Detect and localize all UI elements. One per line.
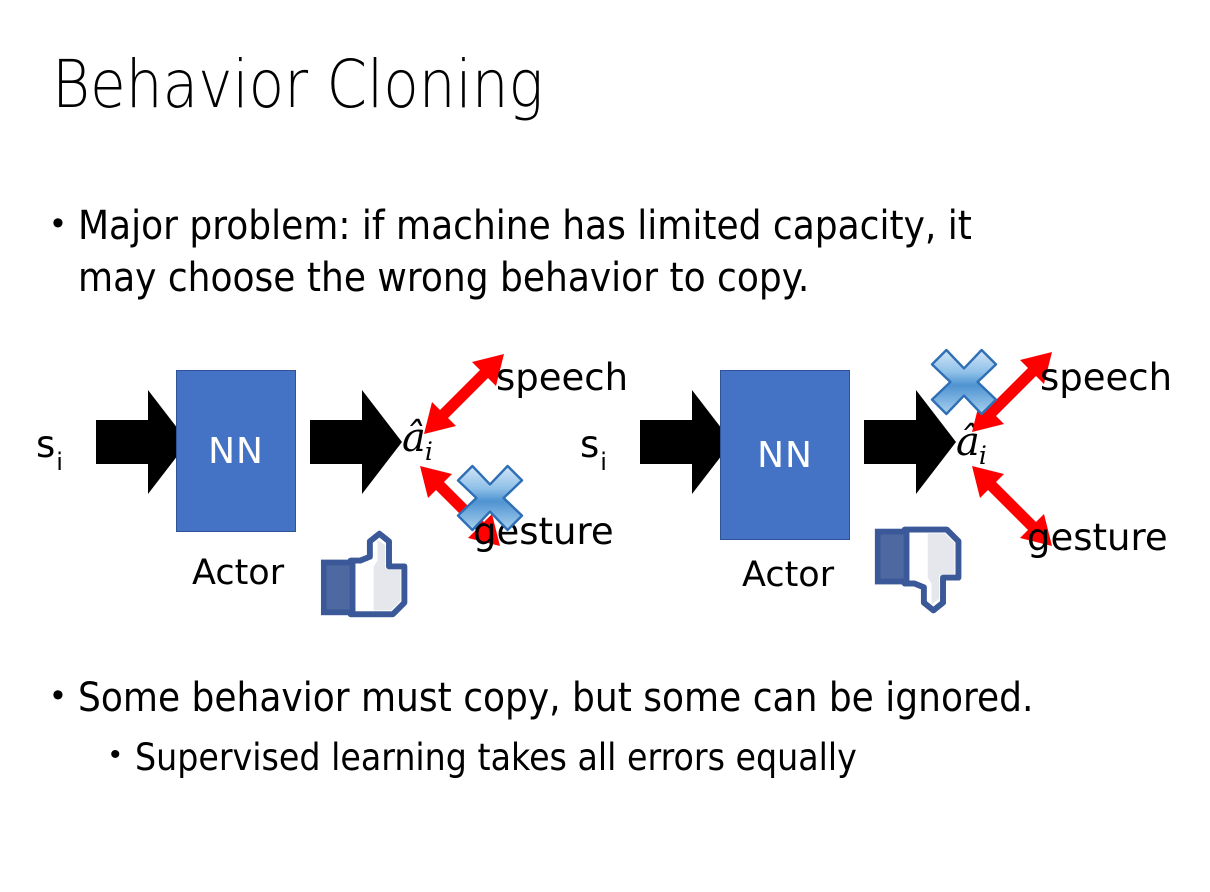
- actor-caption: Actor: [192, 553, 285, 593]
- bullet-major-problem: • Major problem: if machine has limited …: [52, 200, 1162, 304]
- gesture-arrow-icon: [412, 458, 508, 559]
- speech-arrow-icon: [964, 344, 1060, 445]
- speech-arrow-icon: [416, 346, 512, 447]
- bullet-supervised-learning: • Supervised learning takes all errors e…: [110, 734, 1160, 782]
- neural-network-box: NN: [720, 370, 850, 540]
- gesture-arrow-icon: [964, 458, 1060, 559]
- output-arrow-icon: [310, 388, 402, 501]
- input-arrow-icon: [640, 388, 732, 501]
- bullet-text: Major problem: if machine has limited ca…: [77, 203, 972, 301]
- output-arrow-icon: [864, 388, 956, 501]
- action-label: âi: [956, 419, 987, 470]
- bullet-some-behavior: • Some behavior must copy, but some can …: [52, 672, 1162, 724]
- speech-label: speech: [1040, 356, 1173, 399]
- diagram-right: si NN Actor âi: [572, 340, 1172, 640]
- thumbs-up-icon: [318, 528, 414, 625]
- bullet-marker: •: [52, 204, 64, 242]
- cross-icon: [450, 458, 530, 543]
- bullet-marker: •: [110, 738, 121, 771]
- page-title: Behavior Cloning: [52, 46, 544, 123]
- action-label: âi: [402, 415, 433, 466]
- actor-caption: Actor: [742, 555, 835, 595]
- gesture-label: gesture: [1027, 516, 1168, 559]
- cross-icon: [924, 342, 1004, 427]
- bullet-marker: •: [52, 676, 64, 714]
- bullet-text: Supervised learning takes all errors equ…: [134, 736, 857, 779]
- state-label: si: [36, 423, 63, 477]
- thumbs-down-icon: [872, 520, 968, 625]
- bullet-text: Some behavior must copy, but some can be…: [77, 675, 1034, 721]
- input-arrow-icon: [96, 388, 188, 501]
- state-label: si: [580, 423, 607, 477]
- neural-network-label: NN: [208, 430, 264, 472]
- diagram-left: si NN Actor âi speech: [28, 340, 628, 640]
- speech-label: speech: [496, 356, 629, 399]
- neural-network-box: NN: [176, 370, 296, 532]
- neural-network-label: NN: [757, 434, 813, 476]
